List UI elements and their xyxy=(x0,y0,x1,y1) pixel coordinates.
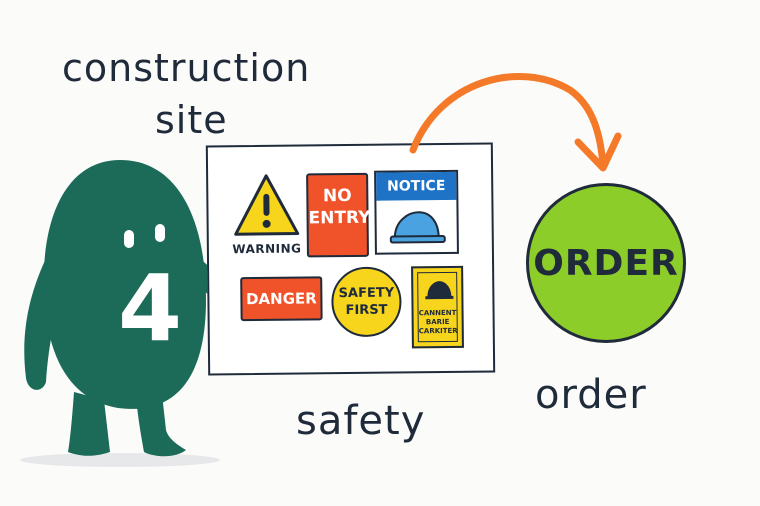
hard-hat-icon xyxy=(389,211,446,244)
warning-triangle-icon xyxy=(234,174,300,236)
safety-label: safety xyxy=(296,398,426,444)
caution-sign: CANNENT BARIE CARKITER xyxy=(411,265,464,349)
warning-sign: WARNING xyxy=(231,172,302,267)
title-site: site xyxy=(155,98,228,142)
hard-hat-icon xyxy=(425,281,454,300)
title-construction: construction xyxy=(62,46,311,90)
character-number: 4 xyxy=(118,255,182,362)
safety-sign-board: WARNING NO ENTRY NOTICE DANGER SAFETY FI… xyxy=(205,142,496,376)
order-badge: ORDER xyxy=(526,183,686,343)
notice-sign: NOTICE xyxy=(374,169,459,255)
caution-sign-frame: CANNENT BARIE CARKITER xyxy=(417,271,458,343)
order-label: order xyxy=(535,372,647,418)
order-badge-text: ORDER xyxy=(533,242,679,284)
